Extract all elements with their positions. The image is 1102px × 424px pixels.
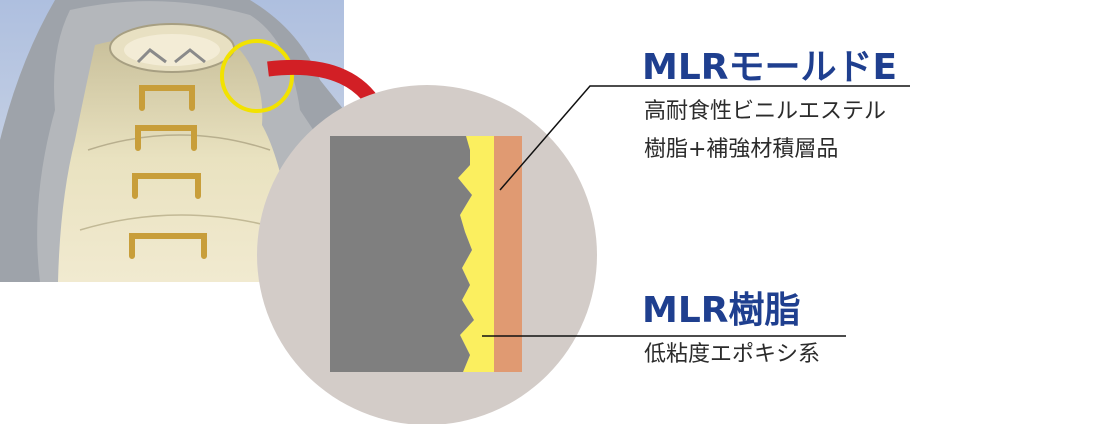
leader-line-mold [499,85,910,191]
highlight-ring [220,39,294,113]
mold-layer [490,136,522,372]
cross-section [330,136,522,372]
ladder-rungs [129,85,207,259]
resin-title: MLR樹脂 [642,290,801,331]
resin-description: 低粘度エポキシ系 [644,342,821,367]
mold-description-line2: 樹脂+補強材積層品 [644,137,839,162]
mold-title: MLRモールドE [642,47,898,88]
resin-layer [458,136,494,372]
manhole-photo [0,0,344,282]
leader-lines [482,85,910,337]
concrete-layer [330,136,474,372]
mold-description-line1: 高耐食性ビニルエステル [644,99,887,124]
